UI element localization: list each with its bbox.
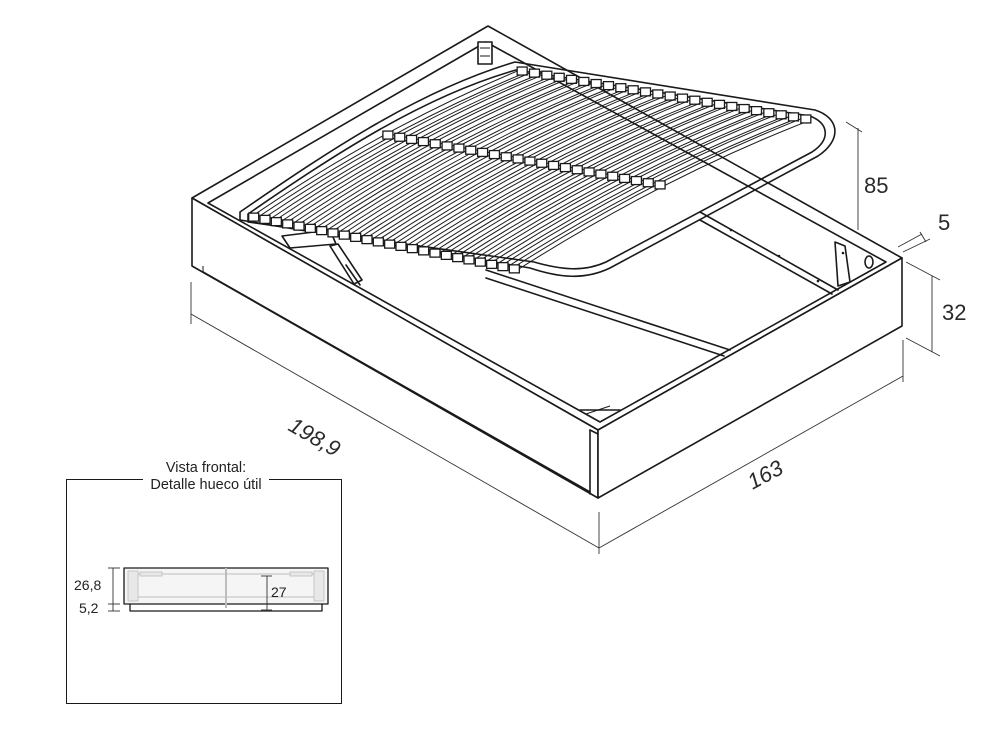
slat-holder [293, 221, 305, 231]
slat-holder [590, 78, 602, 89]
dim-lift-height-label: 85 [864, 173, 889, 198]
slat-holder [384, 239, 396, 249]
detail-dim-lower-label: 5,2 [79, 600, 99, 616]
slat-holder [304, 223, 316, 234]
slat-holder [395, 241, 407, 252]
slat-holder [465, 145, 477, 155]
slat-holder [524, 156, 536, 166]
slats [248, 66, 812, 274]
slat-holder [372, 237, 384, 247]
slat-holder [516, 66, 528, 76]
slat-holder [282, 219, 294, 229]
slat-holder [500, 152, 512, 162]
slat-holder [406, 243, 418, 254]
slat-holder [654, 180, 666, 190]
slat-holder [738, 103, 750, 114]
slat-holder [259, 214, 271, 225]
slat-holder [559, 162, 572, 173]
slat-holder [652, 89, 664, 99]
slat-holder [316, 225, 328, 236]
detail-caption-line1: Vista frontal: [165, 460, 247, 476]
slat-holder [583, 167, 595, 177]
detail-caption: Vista frontal: Detalle hueco útil [143, 460, 269, 495]
internal-rails [485, 211, 874, 415]
slat-holder [553, 72, 565, 82]
slat-holder [763, 108, 775, 118]
front-detail-drawing [108, 567, 329, 612]
dim-base-height-label: 32 [942, 300, 967, 325]
dimension-lines [190, 121, 941, 554]
slat-holder [602, 80, 615, 91]
slat-holder [327, 228, 339, 238]
slat-holder [639, 87, 652, 97]
slat-holder [800, 114, 812, 124]
slat-holder [787, 112, 800, 122]
slat-holder [440, 250, 452, 261]
slat-holder [405, 134, 418, 145]
slat-holder [775, 110, 787, 120]
slat-holder [541, 70, 553, 80]
slat-holder [508, 264, 520, 274]
slat-holder [248, 212, 260, 222]
slat-holder [476, 147, 489, 158]
slat-holder [488, 149, 501, 160]
slat-holder [571, 165, 583, 175]
slat-holder [512, 154, 524, 164]
slat-holder [474, 257, 486, 267]
detail-dim-inner-label: 27 [271, 584, 287, 600]
slat-holder [627, 85, 639, 95]
slat-holder [713, 99, 726, 110]
slat-holder [452, 252, 464, 263]
slat-holder [497, 261, 509, 272]
detail-caption-line2: Detalle hueco útil [150, 477, 262, 494]
slat-holder [361, 234, 373, 245]
slat-holder [350, 232, 362, 243]
slat-holder [615, 83, 627, 93]
slat-holder [463, 255, 475, 265]
slat-holder [630, 175, 643, 186]
slat-holder [642, 178, 654, 188]
slat-holder [441, 141, 453, 151]
front-detail-panel [66, 479, 342, 704]
dim-thickness-label: 5 [938, 210, 951, 235]
slat-holder [382, 130, 394, 140]
slat-holder [664, 91, 676, 101]
slat-holder [429, 248, 441, 258]
slat-holder [528, 68, 541, 78]
slat-holder [338, 230, 350, 240]
slat-holder [536, 158, 548, 168]
slat-holder [547, 160, 560, 171]
slat-holder [394, 132, 406, 142]
slat-holder [701, 97, 713, 107]
slat-holder [618, 173, 631, 184]
slat-holder [453, 143, 465, 153]
slat-holder [750, 105, 763, 116]
slat-holder [676, 93, 689, 103]
slat-holder [417, 136, 430, 147]
slat-holder [429, 139, 441, 149]
slat-holder [578, 76, 590, 87]
slat-holder [595, 169, 607, 179]
slat-holder [418, 246, 430, 256]
slat-holder [689, 95, 701, 105]
slat-holder [607, 171, 619, 181]
slat-holder [270, 216, 282, 227]
slat-holder [486, 259, 498, 270]
slat-holder [726, 101, 738, 112]
slatted-frame [239, 41, 836, 286]
detail-dim-upper-label: 26,8 [74, 577, 102, 593]
slat-holder [565, 74, 578, 85]
